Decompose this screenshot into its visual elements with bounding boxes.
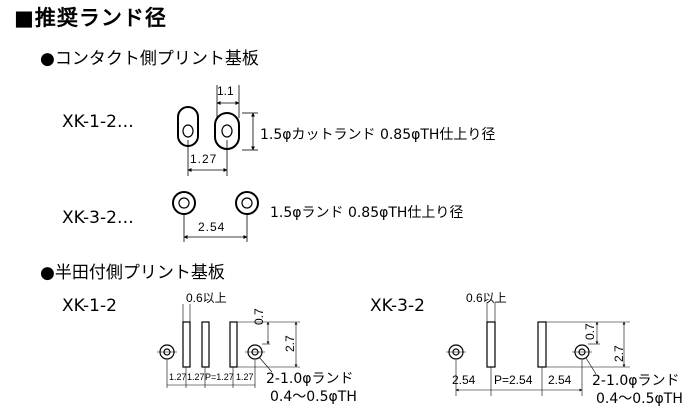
note-land-xk-1-2-line1: 2-1.0φランド — [266, 371, 354, 387]
round-land-right — [235, 191, 259, 215]
dim-label-land-width: 1.1 — [217, 84, 234, 98]
solder-pad-a — [486, 321, 496, 368]
cut-land-right — [214, 112, 240, 150]
dim-label-pitch-1-27: 1.27 — [190, 152, 218, 166]
pitch-label-b: P=2.54 — [494, 373, 533, 387]
model-label-xk-3-2-solder: XK-3-2 — [370, 296, 425, 316]
note-cut-land: 1.5φカットランド 0.85φTH仕上り径 — [260, 127, 496, 143]
pitch-label-2: 1.27 — [187, 372, 205, 382]
solder-pad-1 — [182, 321, 191, 368]
round-land-left — [172, 191, 196, 215]
pitch-label-4: 1.27 — [236, 372, 254, 382]
dim-label-pad-width-xk-1-2: 0.6以上 — [186, 291, 227, 305]
cut-land-left — [177, 106, 199, 147]
pitch-label-c: 2.54 — [548, 373, 572, 387]
note-land-xk-3-2-line1: 2-1.0φランド — [592, 373, 680, 389]
note-land-xk-3-2-line2: 0.4～0.5φTH — [596, 391, 683, 407]
solder-pad-3 — [229, 321, 238, 368]
solder-pad-b — [537, 321, 547, 368]
solder-land-xk-3-2-right — [572, 344, 592, 360]
solder-land-xk-1-2-left — [157, 344, 177, 360]
pitch-label-1: 1.27 — [169, 372, 187, 382]
model-label-xk-1-2-solder: XK-1-2 — [62, 296, 117, 316]
model-label-xk-3-2-contact: XK-3-2… — [62, 208, 134, 228]
dim-label-pad-width-xk-3-2: 0.6以上 — [466, 291, 507, 305]
solder-land-xk-1-2-right — [245, 344, 265, 360]
solder-pad-2 — [201, 321, 210, 368]
page-title: ■推奨ランド径 — [14, 6, 167, 30]
note-round-land: 1.5φランド 0.85φTH仕上り径 — [270, 205, 464, 221]
contact-side-heading: ●コンタクト側プリント基板 — [40, 49, 259, 69]
pitch-label-3: P=1.27 — [205, 372, 234, 382]
model-label-xk-1-2-contact: XK-1-2… — [62, 112, 134, 132]
dim-label-pitch-2-54: 2.54 — [198, 220, 226, 234]
solder-land-xk-3-2-left — [446, 344, 466, 360]
solder-side-heading: ●半田付側プリント基板 — [40, 263, 225, 283]
pitch-label-a: 2.54 — [452, 373, 476, 387]
note-land-xk-1-2-line2: 0.4～0.5φTH — [270, 389, 357, 405]
